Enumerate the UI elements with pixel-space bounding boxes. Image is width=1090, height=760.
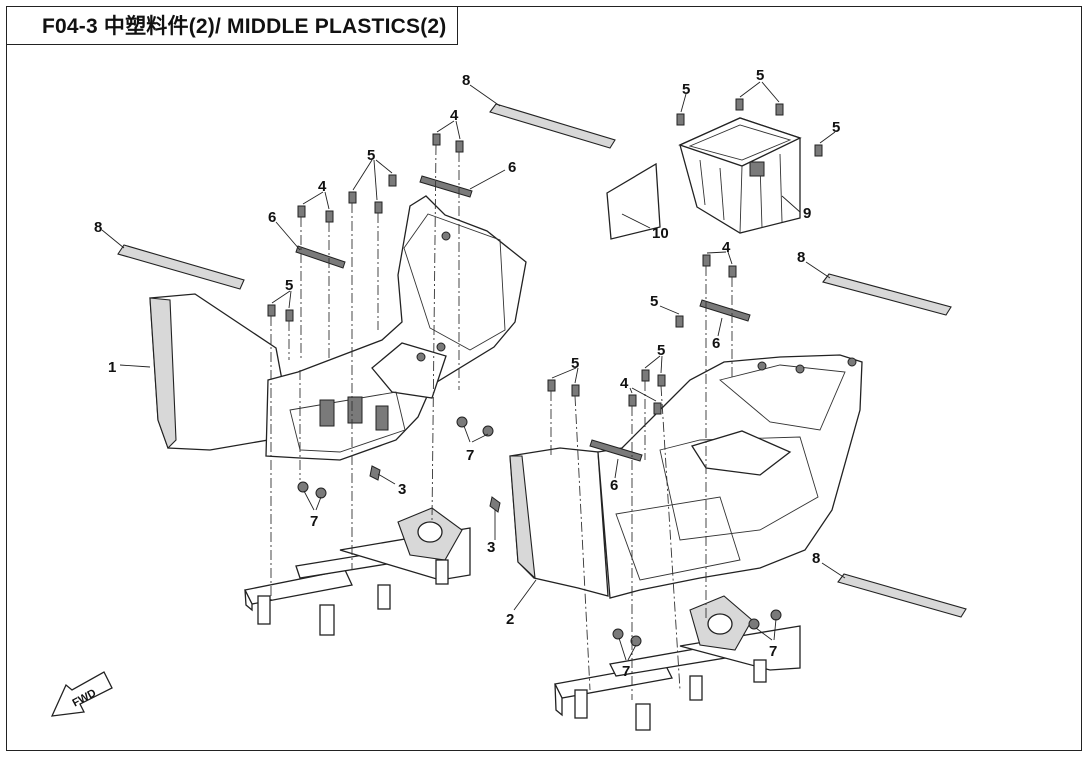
- callout-4-left: 4: [318, 178, 327, 195]
- clip-strip-6-c: [699, 299, 751, 337]
- callout-3-left: 3: [398, 481, 406, 498]
- callout-6-right: 6: [712, 335, 720, 352]
- callout-6-left: 6: [268, 209, 276, 226]
- right-footwell-2: [509, 354, 863, 611]
- callout-8-left: 8: [94, 219, 102, 236]
- rubber-strip-8-right-top: [805, 261, 952, 316]
- callout-1: 1: [108, 359, 116, 376]
- callout-7-bottom: 7: [622, 663, 630, 680]
- callout-3-right: 3: [487, 539, 495, 556]
- callout-2: 2: [506, 611, 514, 628]
- leader-lines: [271, 81, 836, 661]
- callout-5-right-lower: 5: [571, 355, 579, 372]
- callout-4-top: 4: [450, 107, 459, 124]
- callout-4-right-lower: 4: [620, 375, 629, 392]
- callout-5-right: 5: [650, 293, 658, 310]
- rubber-strip-8-left: [101, 229, 245, 290]
- fastener-bolts: [267, 98, 823, 415]
- clip-strip-6-a: [275, 221, 346, 269]
- callout-7-left: 7: [310, 513, 318, 530]
- callout-7-right: 7: [769, 643, 777, 660]
- callout-5-box-left: 5: [682, 81, 690, 98]
- clip-strip-6-b: [419, 169, 506, 198]
- fwd-arrow-icon: FWD: [50, 671, 113, 717]
- callout-6-top: 6: [508, 159, 516, 176]
- sticker-10: [606, 162, 661, 240]
- left-frame-rails: [244, 507, 471, 636]
- callout-8-top: 8: [462, 72, 470, 89]
- callout-5-box-right: 5: [832, 119, 840, 136]
- callout-labels: 1 2 3 3 4 4 4 4 5 5 5 5 5 5 5 5 6 6 6 6 …: [94, 67, 840, 680]
- callout-7-center: 7: [466, 447, 474, 464]
- rubber-strip-8-right-bottom: [821, 562, 967, 618]
- callout-5-left: 5: [285, 277, 293, 294]
- rubber-strip-8-top: [469, 84, 616, 149]
- callout-8-right-top: 8: [797, 249, 805, 266]
- left-footwell-1: [119, 195, 527, 461]
- diagram-frame: [6, 6, 1082, 751]
- title-box: F04-3 中塑料件(2)/ MIDDLE PLASTICS(2): [6, 6, 458, 45]
- storage-box-9: [678, 117, 802, 234]
- page-title: F04-3 中塑料件(2)/ MIDDLE PLASTICS(2): [42, 15, 447, 38]
- assembly-guide-lines: [270, 144, 733, 700]
- clip-strip-6-d: [589, 439, 643, 479]
- callout-4-right: 4: [722, 239, 731, 256]
- callout-5-box-top: 5: [756, 67, 764, 84]
- callout-5-left-top: 5: [367, 147, 375, 164]
- right-frame-rails: [554, 595, 801, 731]
- callout-10: 10: [652, 225, 669, 242]
- fastener-nuts: [297, 416, 782, 647]
- callout-9: 9: [803, 205, 811, 222]
- callout-8-right-bottom: 8: [812, 550, 820, 567]
- callout-5-right-mid: 5: [657, 342, 665, 359]
- callout-6-right-lower: 6: [610, 477, 618, 494]
